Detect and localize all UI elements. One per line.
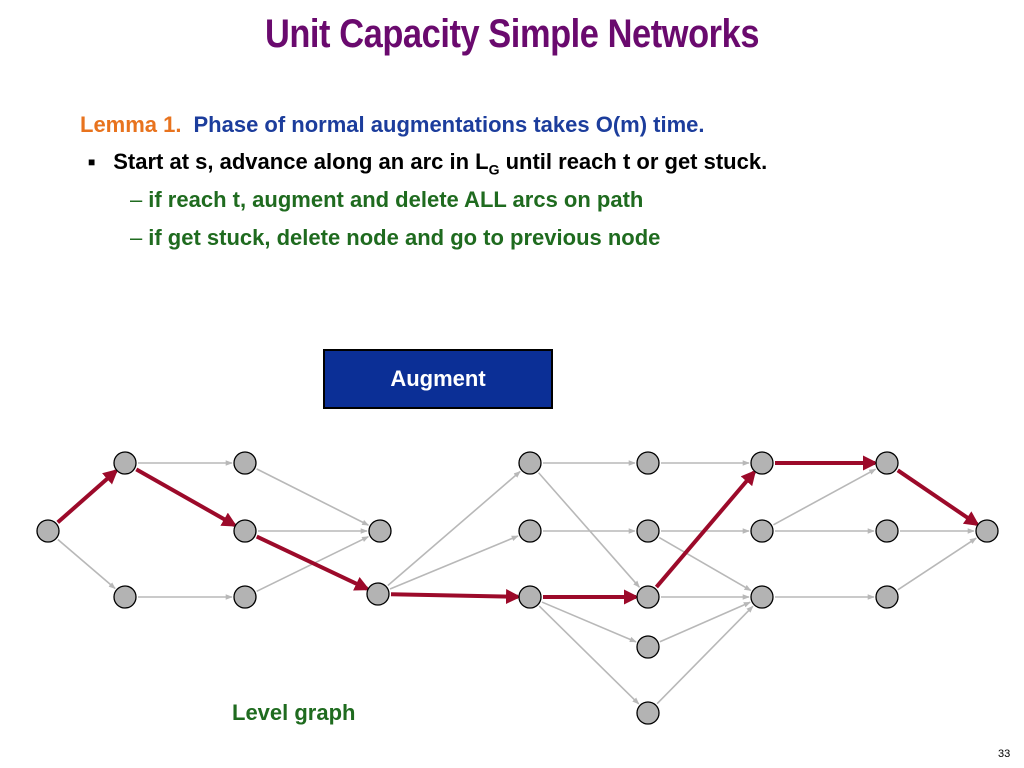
arc-s-a2	[57, 538, 116, 590]
node-e2	[636, 519, 660, 543]
graph-nodes	[36, 451, 999, 725]
path-arc-e3-f1	[654, 469, 757, 589]
dash-icon: –	[130, 187, 143, 212]
level-graph-caption: Level graph	[232, 700, 356, 725]
main-bullet: ■Start at s, advance along an arc in LG …	[88, 149, 767, 177]
node-e4	[636, 635, 660, 659]
square-bullet-icon: ■	[88, 155, 96, 169]
arc-e2-f3	[658, 536, 752, 592]
node-c1	[368, 519, 392, 543]
path-arc-a1-b2	[135, 467, 238, 527]
node-b1	[233, 451, 257, 475]
lemma-label: Lemma 1.	[80, 112, 182, 137]
arc-b1-c1	[256, 468, 370, 526]
node-g3	[875, 585, 899, 609]
bullet-text-end: until reach t or get stuck.	[499, 149, 768, 174]
node-e3	[636, 585, 660, 609]
path-arc-b2-c2	[255, 534, 370, 591]
node-f2	[750, 519, 774, 543]
path-arc-s-a1	[56, 468, 119, 524]
arc-f2-g1	[773, 468, 877, 526]
sub-bullet-reach-t: –if reach t, augment and delete ALL arcs…	[130, 187, 643, 213]
node-e5	[636, 701, 660, 725]
node-f1	[750, 451, 774, 475]
node-d2	[518, 519, 542, 543]
node-c2	[366, 582, 390, 606]
node-e1	[636, 451, 660, 475]
node-f3	[750, 585, 774, 609]
arc-d3-e4	[541, 601, 637, 643]
augmenting-path-arcs	[56, 455, 980, 605]
arc-c2-d2	[389, 535, 519, 590]
arc-d1-e3	[537, 472, 641, 588]
augment-button[interactable]: Augment	[323, 349, 553, 409]
path-arc-g1-t	[896, 468, 980, 526]
node-d3	[518, 585, 542, 609]
bullet-subscript: G	[488, 161, 500, 178]
graph-arcs	[57, 460, 977, 705]
path-arc-c2-d3	[390, 589, 522, 605]
lemma-statement: Phase of normal augmentations takes O(m)…	[193, 112, 705, 137]
arc-d3-e5	[538, 605, 640, 705]
sub-bullet-text: if reach t, augment and delete ALL arcs …	[148, 187, 644, 212]
node-b3	[233, 585, 257, 609]
node-s	[36, 519, 60, 543]
node-g1	[875, 451, 899, 475]
page-number: 33	[998, 748, 1011, 760]
node-g2	[875, 519, 899, 543]
sub-bullet-text: if get stuck, delete node and go to prev…	[148, 225, 661, 250]
arc-c2-d1	[387, 470, 521, 587]
bullet-text-start: Start at s, advance along an arc in L	[113, 149, 489, 174]
arc-e5-f3	[656, 605, 754, 705]
arc-g3-t	[897, 537, 977, 591]
arc-e4-f3	[659, 601, 751, 643]
lemma-line: Lemma 1. Phase of normal augmentations ta…	[80, 112, 705, 138]
node-a1	[113, 451, 137, 475]
dash-icon: –	[130, 225, 143, 250]
node-a2	[113, 585, 137, 609]
slide-title: Unit Capacity Simple Networks	[264, 12, 760, 56]
node-d1	[518, 451, 542, 475]
node-b2	[233, 519, 257, 543]
sub-bullet-get-stuck: –if get stuck, delete node and go to pre…	[130, 225, 660, 251]
node-t	[975, 519, 999, 543]
